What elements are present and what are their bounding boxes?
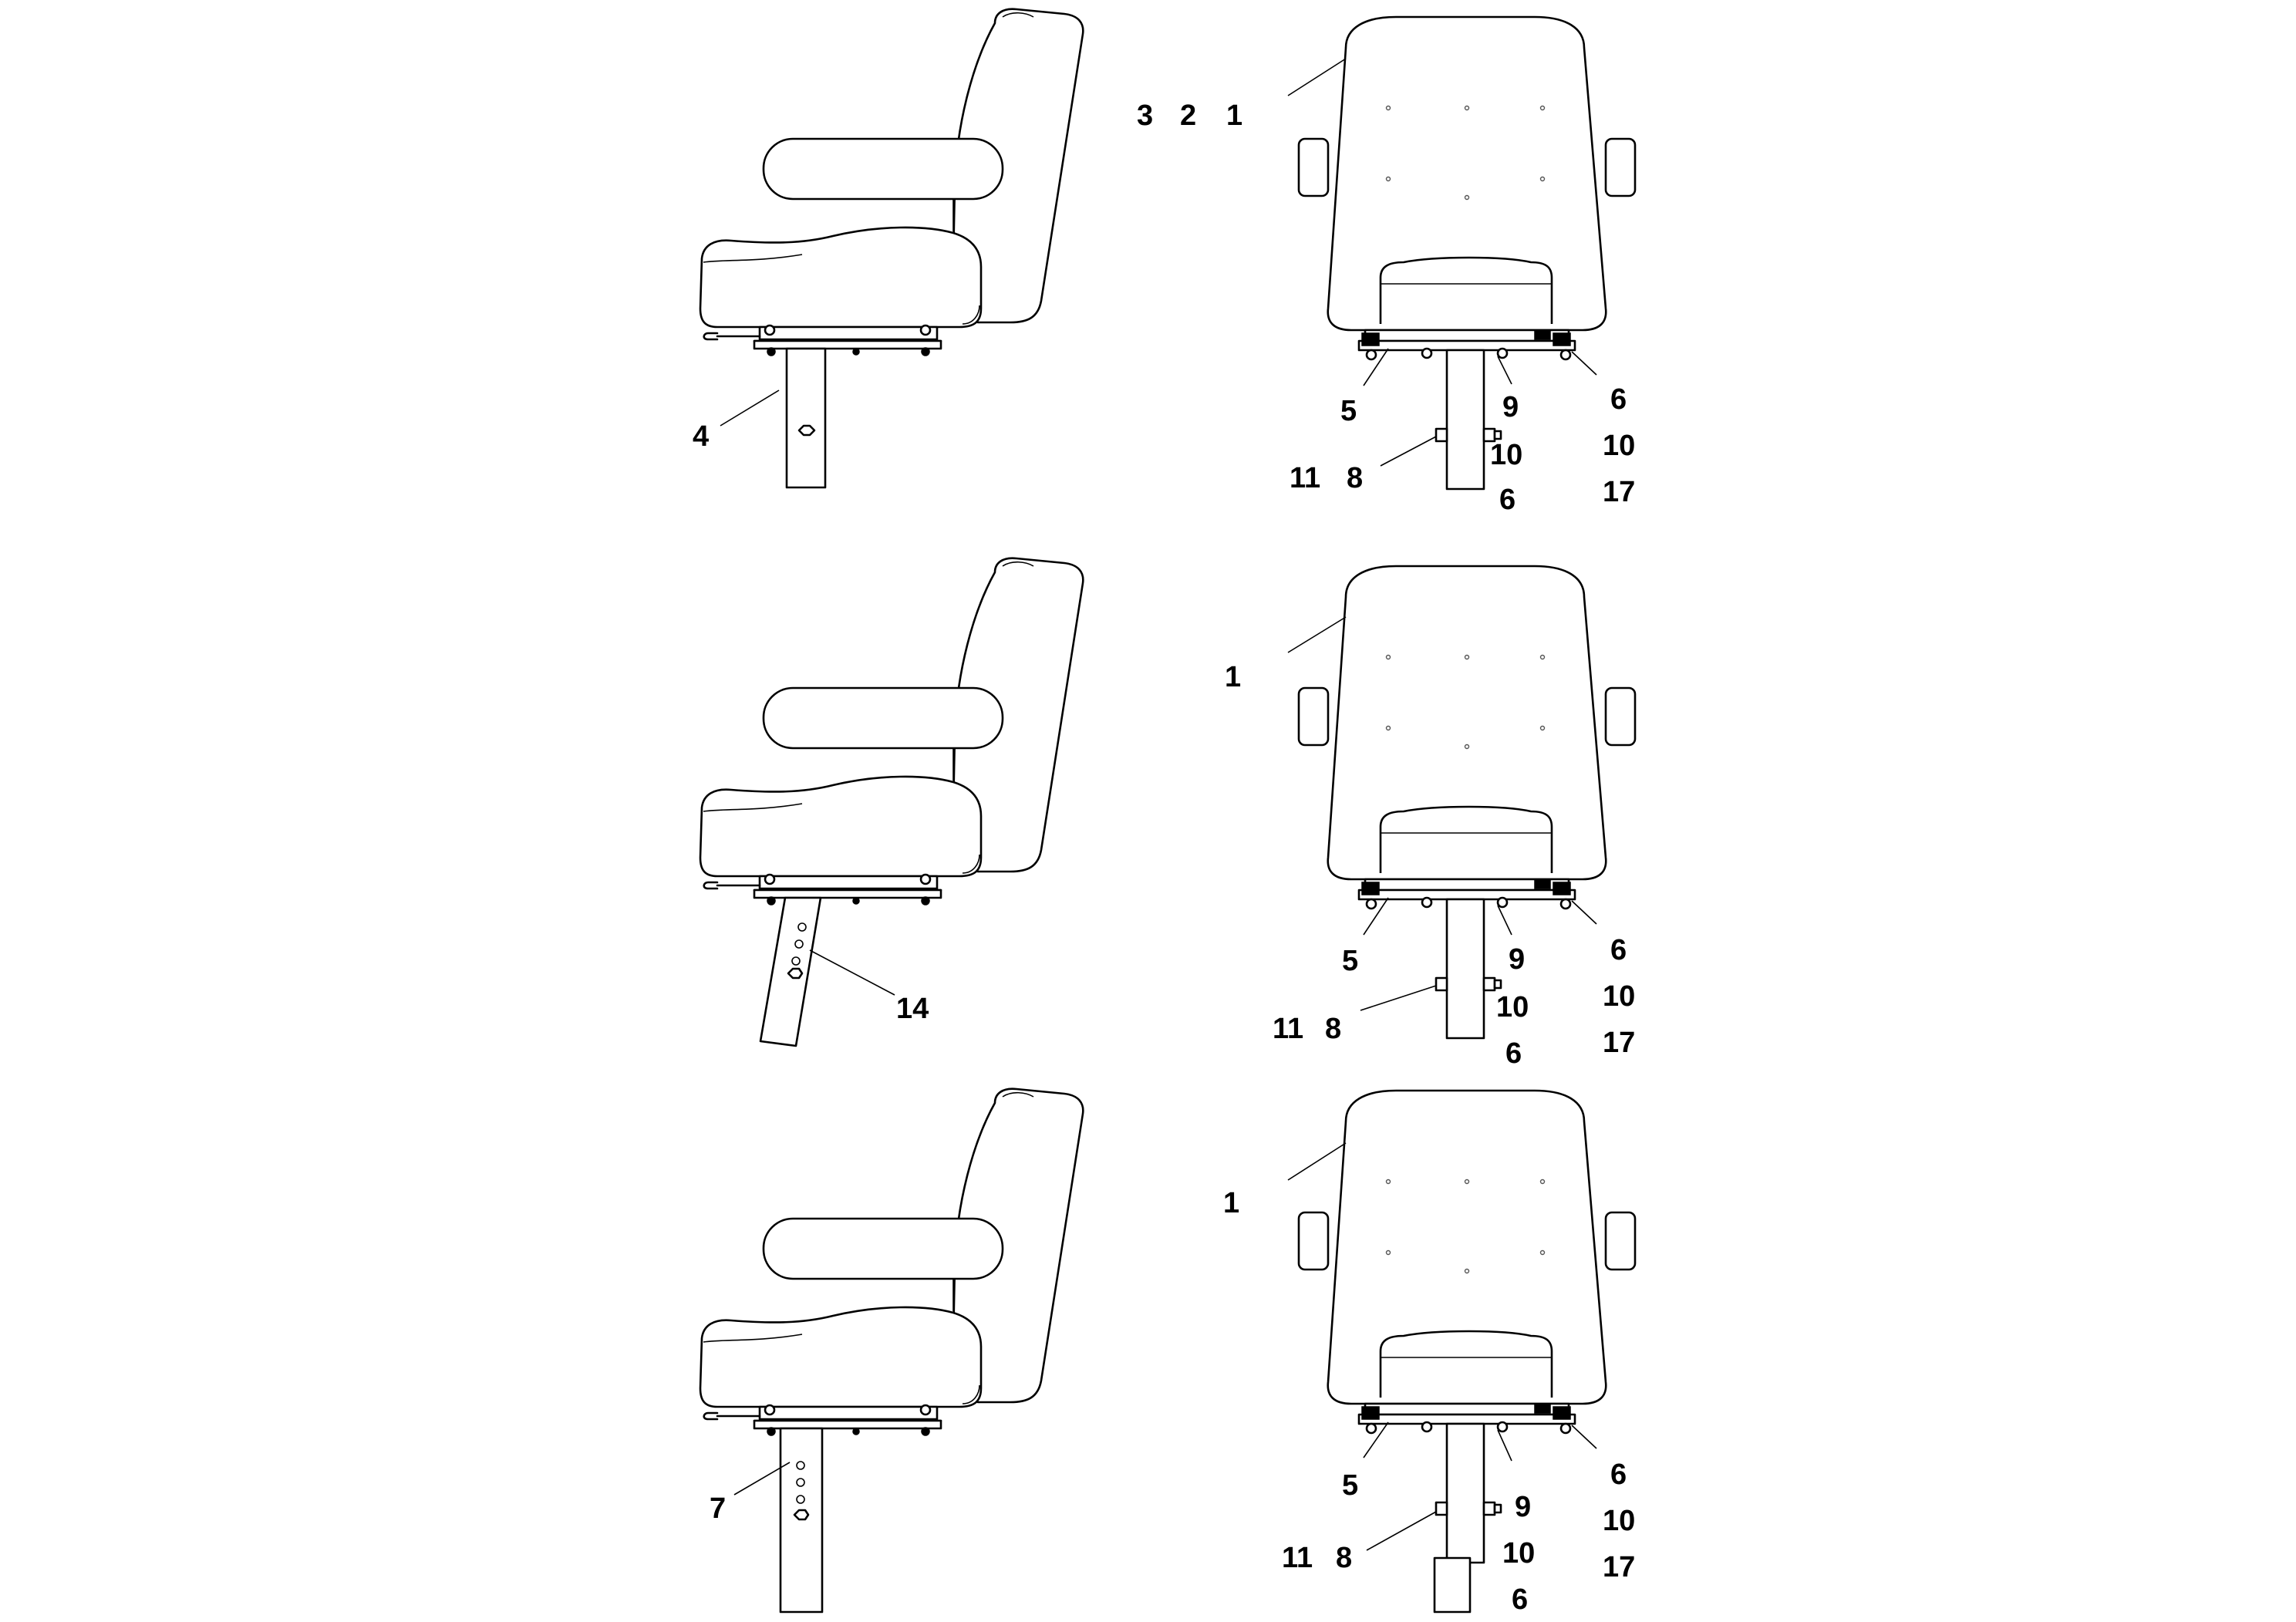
callout-6: 6 xyxy=(1610,383,1627,416)
callout-10: 10 xyxy=(1603,1505,1635,1537)
callout-10: 10 xyxy=(1603,430,1635,462)
callout-post: 4 xyxy=(693,420,709,453)
leader-line xyxy=(733,1462,791,1496)
leader-line xyxy=(1363,1421,1389,1458)
leader-line xyxy=(1363,348,1389,386)
callout-6b: 6 xyxy=(1512,1583,1528,1616)
callout-post: 7 xyxy=(710,1492,726,1525)
callout-10b: 10 xyxy=(1490,439,1522,471)
callout-10b: 10 xyxy=(1496,991,1529,1023)
callout-8: 8 xyxy=(1325,1013,1341,1045)
leader-line xyxy=(1497,905,1512,936)
callout-11: 11 xyxy=(1273,1013,1303,1045)
side-view-row-3: 7 xyxy=(699,1088,1084,1614)
callout-6: 6 xyxy=(1610,934,1627,966)
seat-post-straight xyxy=(785,347,827,489)
leader-line xyxy=(1287,58,1347,96)
callout-10b: 10 xyxy=(1502,1537,1535,1570)
callout-8: 8 xyxy=(1336,1542,1352,1574)
leader-line xyxy=(1497,1429,1512,1462)
leader-line xyxy=(1360,985,1437,1011)
callout-3: 3 xyxy=(1137,99,1153,132)
callout-17: 17 xyxy=(1603,476,1635,508)
callout-10: 10 xyxy=(1603,980,1635,1013)
callout-6b: 6 xyxy=(1505,1037,1522,1070)
callout-1: 1 xyxy=(1226,99,1242,132)
leader-line xyxy=(1497,356,1512,385)
callout-1: 1 xyxy=(1225,661,1241,693)
callout-1: 1 xyxy=(1223,1187,1239,1219)
leader-line xyxy=(1363,897,1389,936)
leader-line xyxy=(1380,436,1437,467)
callout-8: 8 xyxy=(1347,462,1363,494)
callout-5: 5 xyxy=(1342,1469,1358,1502)
front-view-row-3: 1 5 9 6 10 17 11 8 10 6 xyxy=(1223,1089,1637,1616)
callout-9: 9 xyxy=(1509,943,1525,976)
leader-line xyxy=(1571,900,1597,925)
leader-line xyxy=(1571,351,1597,376)
side-view-row-2: 14 xyxy=(699,557,1084,1047)
callout-2: 2 xyxy=(1180,99,1196,132)
callout-5: 5 xyxy=(1340,395,1357,427)
front-view-row-1: 3 2 1 5 9 6 10 17 11 8 10 6 xyxy=(1137,15,1637,516)
hex-hole xyxy=(797,424,816,437)
leader-line xyxy=(809,949,895,996)
front-view-row-2: 1 5 9 6 10 17 11 8 10 6 xyxy=(1225,565,1637,1070)
callout-11: 11 xyxy=(1290,462,1320,494)
callout-9: 9 xyxy=(1515,1491,1531,1523)
seat-post-multi-hole xyxy=(779,1427,824,1614)
leader-line xyxy=(1287,1142,1347,1181)
side-view-row-1: 4 xyxy=(693,8,1084,489)
callout-17: 17 xyxy=(1603,1551,1635,1583)
callout-6b: 6 xyxy=(1499,484,1515,516)
callout-5: 5 xyxy=(1342,945,1358,977)
callout-9: 9 xyxy=(1502,391,1519,423)
leader-line xyxy=(1287,616,1347,653)
callout-17: 17 xyxy=(1603,1027,1635,1059)
leader-line xyxy=(1366,1511,1437,1551)
leader-line xyxy=(1571,1425,1597,1449)
callout-6: 6 xyxy=(1610,1458,1627,1491)
leader-line xyxy=(720,389,780,427)
callout-11: 11 xyxy=(1282,1542,1313,1574)
callout-post: 14 xyxy=(896,993,929,1025)
